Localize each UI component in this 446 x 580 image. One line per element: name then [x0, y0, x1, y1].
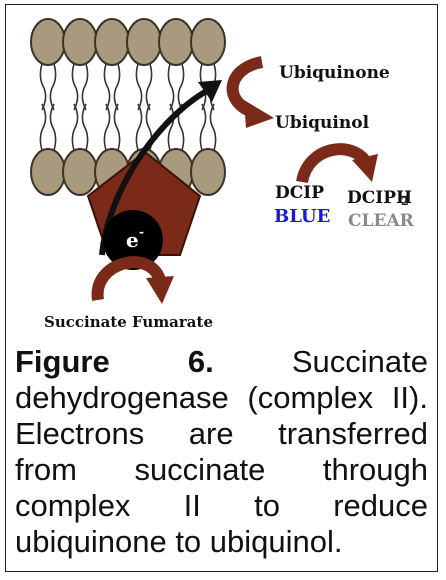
- caption-word: Succinate: [292, 344, 428, 380]
- caption-word: through: [323, 452, 428, 488]
- caption-figure-word: Figure: [15, 344, 110, 380]
- caption-word: succinate: [134, 452, 265, 488]
- caption-word: dehydrogenase: [15, 380, 229, 416]
- caption-word: (complex: [247, 380, 373, 416]
- figure-caption: Figure 6. Succinate dehydrogenase (compl…: [15, 344, 428, 560]
- caption-line-4: from succinate through: [15, 452, 428, 488]
- caption-word: transferred: [278, 416, 428, 452]
- caption-word: are: [189, 416, 234, 452]
- electron-label: e: [126, 228, 139, 252]
- succinate-dehydrogenase-diagram: e - Ubiquinone Ubiquinol DCIP DCIPH 2 BL…: [0, 0, 446, 340]
- dcip-to-dciph2-arrow: [302, 149, 366, 182]
- caption-line-3: Electrons are transferred: [15, 416, 428, 452]
- caption-word: ubiquinone to ubiquinol.: [15, 524, 343, 559]
- ubiquinol-label: Ubiquinol: [275, 113, 370, 133]
- caption-word: to: [254, 488, 280, 524]
- electron-charge: -: [139, 225, 144, 239]
- dcip-label: DCIP: [275, 183, 324, 203]
- caption-word: complex: [15, 488, 130, 524]
- caption-figure-number: 6.: [188, 344, 214, 380]
- dciph2-subscript: 2: [401, 195, 409, 208]
- clear-label: CLEAR: [348, 211, 415, 231]
- caption-word: from: [15, 452, 77, 488]
- caption-word: II: [184, 488, 201, 524]
- caption-line-2: dehydrogenase (complex II).: [15, 380, 428, 416]
- fumarate-arrow-head: [146, 276, 174, 304]
- blue-label: BLUE: [274, 206, 330, 227]
- caption-word: reduce: [333, 488, 428, 524]
- caption-line-5: complex II to reduce: [15, 488, 428, 524]
- succinate-fumarate-label: Succinate Fumarate: [44, 313, 213, 331]
- caption-word: II).: [392, 380, 428, 416]
- caption-line-1: Figure 6. Succinate: [15, 344, 428, 380]
- ubiquinol-arrow-head: [244, 100, 274, 128]
- membrane-top-leaflet: [31, 19, 225, 65]
- membrane-bottom-tails: [40, 104, 215, 150]
- caption-word: Electrons: [15, 416, 144, 452]
- ubiquinone-label: Ubiquinone: [279, 63, 390, 83]
- caption-line-6: ubiquinone to ubiquinol.: [15, 524, 428, 560]
